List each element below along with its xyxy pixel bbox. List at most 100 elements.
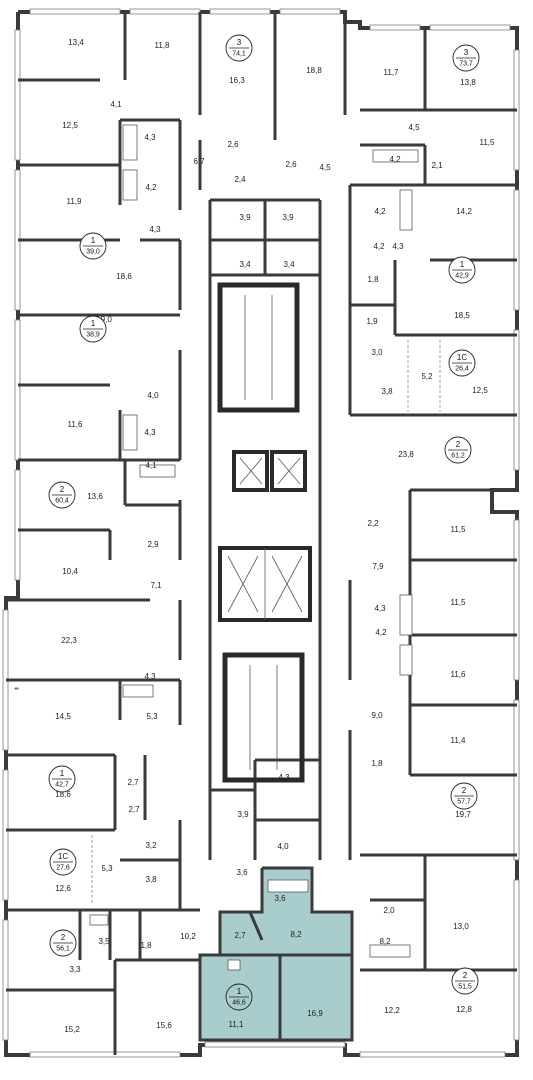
apartment-total-area: 57,7 [457,798,471,805]
room-area-label: 11,1 [229,1020,245,1029]
room-area-label: 2,0 [383,906,395,915]
room-area-label: 18,5 [454,311,470,320]
room-area-label: 8,2 [290,930,302,939]
room-area-label: 3,9 [237,810,249,819]
room-area-label: 2,2 [367,519,379,528]
room-area-label: 2,7 [127,778,139,787]
apartment-type: 1С [58,852,68,861]
room-area-label: 15,6 [156,1021,172,1030]
room-area-label: 16,3 [229,76,245,85]
apartment-type: 2 [60,485,65,494]
zone-dividers [91,340,441,905]
apartment-type: 1 [91,319,96,328]
room-area-label: 13,8 [460,78,476,87]
room-area-label: 18,8 [306,66,322,75]
room-area-label: 10,2 [180,932,196,941]
apartment-badge[interactable]: 261,2 [444,436,472,464]
apartment-badge[interactable]: 256,1 [49,929,77,957]
apartment-total-area: 74,1 [232,50,246,57]
room-area-label: 7,9 [372,562,384,571]
apartment-total-area: 56,1 [56,945,70,952]
apartment-type: 2 [462,786,467,795]
apartment-badge[interactable]: 257,7 [450,782,478,810]
room-area-label: 11,7 [384,68,400,77]
room-area-label: 4,3 [278,773,290,782]
apartment-total-area: 42,7 [55,781,69,788]
apartment-badge[interactable]: 374,1 [225,34,253,62]
room-area-label: 11,5 [451,525,467,534]
apartment-badge[interactable]: 1С 26,4 [448,349,476,377]
apartment-type: 1С [457,353,467,362]
apartment-total-area: 42,9 [455,272,469,279]
room-area-label: 3,9 [282,213,294,222]
apartment-total-area: 46,6 [232,999,246,1006]
apartment-badge[interactable]: 138,9 [79,315,107,343]
stairwell-upper [217,282,300,413]
room-area-label: 4,2 [389,155,401,164]
room-area-label: 18,6 [116,272,132,281]
elevator-pair-lower [218,546,312,622]
room-area-label: 2,7 [128,805,140,814]
room-area-label: 10,4 [62,567,78,576]
apartment-total-area: 61,2 [451,452,465,459]
room-area-label: 3,0 [371,348,383,357]
apartment-total-area: 39,0 [86,248,100,255]
apartment-badge[interactable]: 142,9 [448,256,476,284]
room-area-label: 4,2 [374,207,386,216]
room-area-label: 2,6 [285,160,297,169]
room-area-label: 5,3 [146,712,158,721]
apartment-type: 3 [464,48,469,57]
apartment-type: 2 [463,971,468,980]
room-area-label: 11,8 [155,41,171,50]
apartment-type: 2 [456,440,461,449]
room-area-label: 11,4 [451,736,467,745]
apartment-badge[interactable]: 1С 27,6 [49,848,77,876]
room-area-label: 4,5 [319,163,331,172]
room-area-label: 6,7 [193,157,205,166]
apartment-badge[interactable]: 139,0 [79,232,107,260]
room-area-label: 4,0 [277,842,289,851]
room-area-label: 19,7 [455,810,471,819]
apartment-type: 1 [91,236,96,245]
apartment-total-area: 26,4 [455,365,469,372]
room-area-label: 5,3 [101,864,113,873]
room-area-label: 4,2 [373,242,385,251]
room-area-label: 12,5 [62,121,78,130]
room-area-label: 2,9 [147,540,159,549]
room-area-label: 12,5 [472,386,488,395]
apartment-badge[interactable]: 260,4 [48,481,76,509]
room-area-label: 13,0 [453,922,469,931]
interior-walls [6,12,517,1055]
room-area-label: 3,6 [274,894,286,903]
room-area-label: 11,5 [451,598,467,607]
room-area-label: 4,2 [145,183,157,192]
apartment-badge[interactable]: 251,5 [451,967,479,995]
room-area-label: 4,1 [145,461,157,470]
room-area-label: 16,9 [307,1009,323,1018]
room-area-label: 4,3 [149,225,161,234]
apartment-badge[interactable]: 146,6 [225,983,253,1011]
room-area-label: 3,4 [283,260,295,269]
room-area-label: 22,3 [61,636,77,645]
apartment-total-area: 27,6 [56,864,70,871]
room-area-label: 2,6 [227,140,239,149]
room-area-label: 11,5 [480,138,496,147]
room-area-label: 4,3 [392,242,404,251]
room-area-label: 3,5 [98,937,110,946]
apartment-type: 1 [237,987,242,996]
room-area-label: 4,0 [147,391,159,400]
apartment-badge[interactable]: 142,7 [48,765,76,793]
apartment-type: 1 [60,769,65,778]
room-area-label: 3,3 [69,965,81,974]
apartment-type: 1 [460,260,465,269]
room-area-label: 12,8 [456,1005,472,1014]
room-area-label: 3,8 [145,875,157,884]
room-area-label: 19,0 [96,315,112,324]
apartment-badge[interactable]: 373,7 [452,44,480,72]
stairwell-lower [222,652,305,783]
room-area-label: 1,8 [371,759,383,768]
apartment-type: 3 [237,38,242,47]
room-area-label: 11,6 [68,420,84,429]
room-area-label: 4,1 [110,100,122,109]
